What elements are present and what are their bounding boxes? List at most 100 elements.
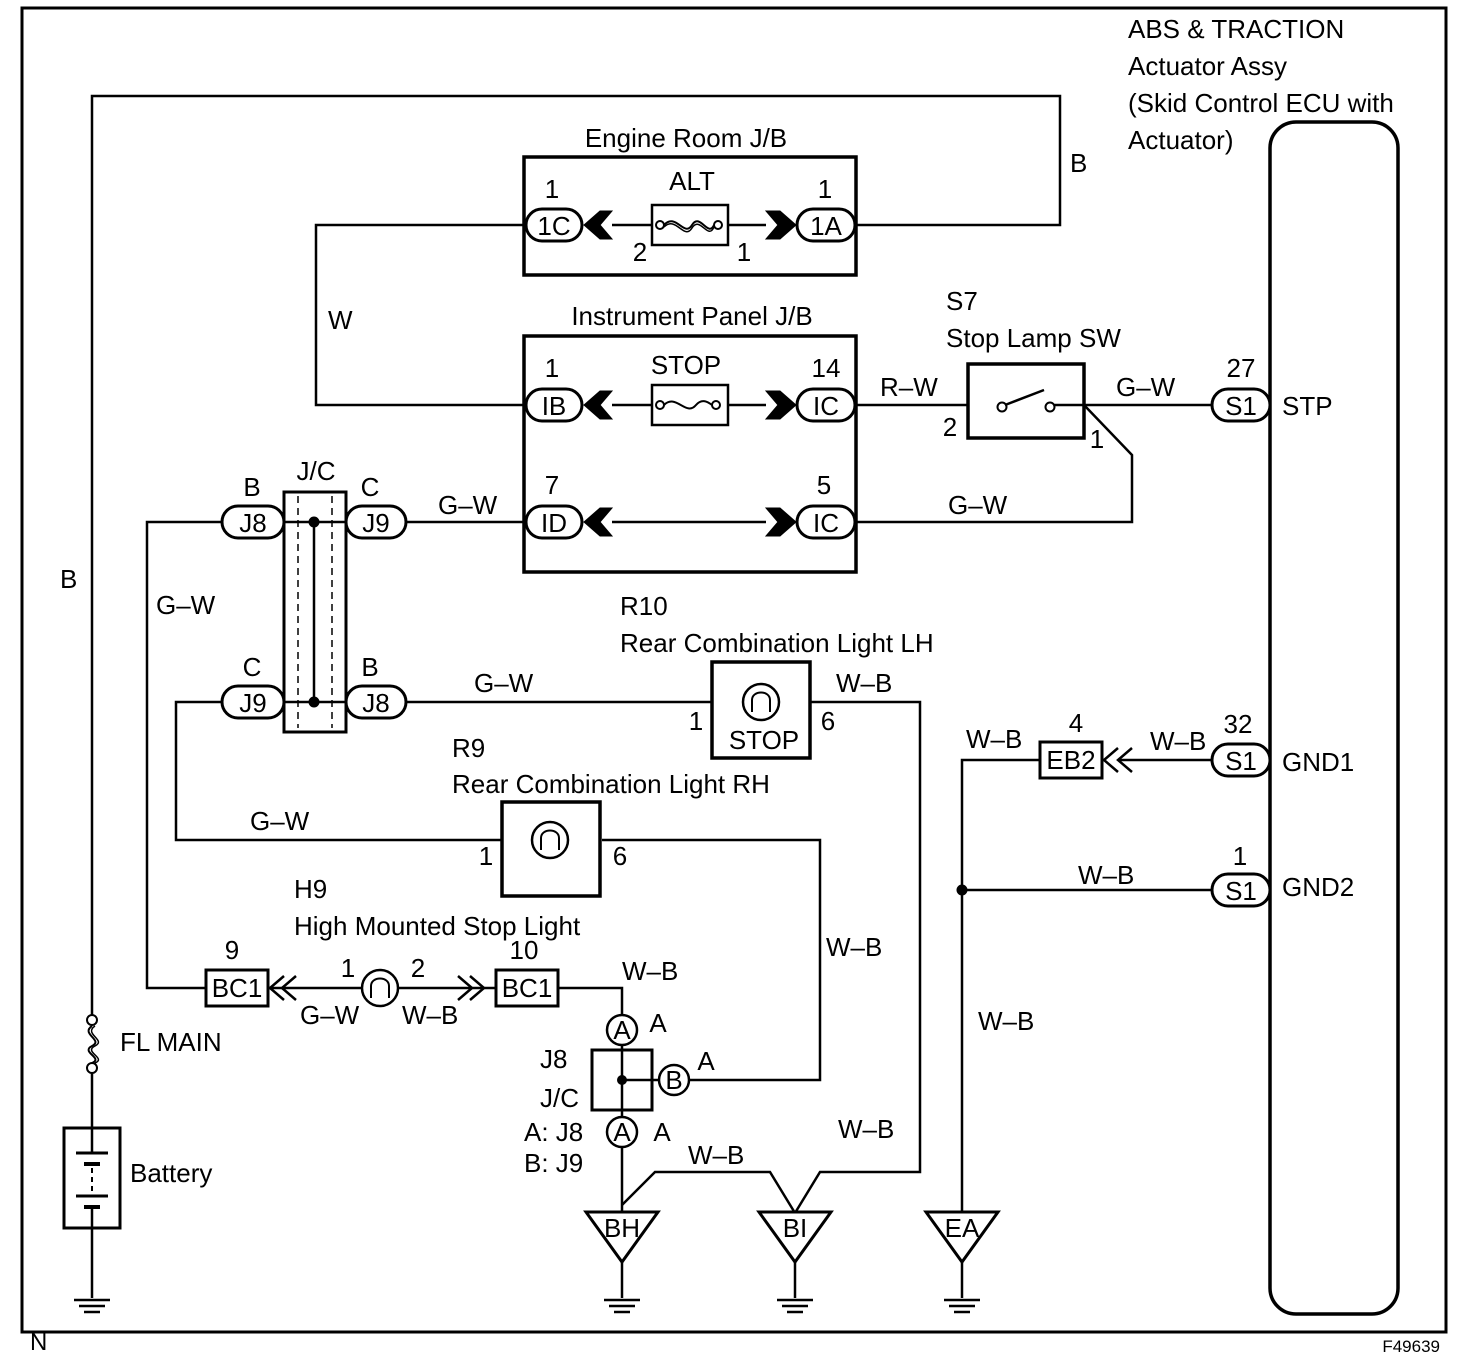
connector-arrow-right (764, 390, 797, 420)
pin-1a-1: 1 (818, 174, 832, 204)
ecu-title-3: (Skid Control ECU with (1128, 88, 1394, 118)
connector-arrow-open (1102, 747, 1119, 773)
pin-ic-5: 5 (817, 470, 831, 500)
fuse-stop-element (663, 400, 713, 410)
bulb-filament (540, 829, 560, 850)
wire-label-g-w-jc: G–W (438, 490, 498, 520)
wire-label-w-b-lh: W–B (836, 668, 892, 698)
connector-s1-gnd1-label: S1 (1225, 746, 1257, 776)
stop-lamp-sw-pin-1: 1 (1090, 424, 1104, 454)
wire-w-b-bc1 (558, 986, 624, 1015)
connector-ic-5-label: IC (813, 508, 839, 538)
ecu-title-2: Actuator Assy (1128, 51, 1287, 81)
instrument-panel-jb: Instrument Panel J/B STOP IB 1 IC 14 ID … (522, 301, 858, 574)
wire-label-g-w-stp: G–W (1116, 372, 1176, 402)
rear-combination-light-rh: R9 Rear Combination Light RH 1 6 (452, 733, 770, 898)
fusible-link-icon (87, 1025, 97, 1064)
ground-point-bh (583, 1210, 661, 1265)
wire-label-w-b-bc1: W–B (622, 956, 678, 986)
pin-ib-1: 1 (545, 353, 559, 383)
connector-ib (524, 387, 584, 423)
fuse-alt-element-2 (663, 223, 715, 233)
high-mount-code: H9 (294, 874, 327, 904)
wire-label-b-left: B (60, 564, 77, 594)
stop-lamp-switch: S7 Stop Lamp SW 2 1 (943, 286, 1122, 454)
battery-label: Battery (130, 1158, 212, 1188)
wire-label-w-b-bi: W–B (838, 1114, 894, 1144)
stop-lamp-sw-box (966, 362, 1086, 440)
high-mount-pin-2: 2 (411, 953, 425, 983)
fuse-alt (650, 203, 730, 247)
terminal-a-bottom (605, 1115, 639, 1149)
junction-connector-lower: A A B A A A J8 J/C A: J8 B: J9 (524, 1008, 715, 1178)
wire-label-w: W (328, 305, 353, 335)
connector-s1-gnd2 (1210, 872, 1272, 908)
pin-32: 32 (1224, 709, 1253, 739)
pin-j8-bottom-b: B (361, 652, 378, 682)
engine-room-jb-title: Engine Room J/B (585, 123, 787, 153)
connector-arrow-open (457, 975, 474, 1001)
connector-bc1-9 (204, 968, 270, 1008)
pin-bc1-10: 10 (510, 935, 539, 965)
ground-bi: BI (756, 1210, 834, 1314)
connector-j9-top (344, 504, 408, 540)
connector-1a (795, 207, 857, 243)
terminal-a-bottom-side: A (653, 1117, 671, 1147)
connector-s1-gnd1 (1210, 742, 1272, 778)
fuse-terminal (655, 400, 665, 410)
bulb-icon (530, 820, 570, 860)
pin-bc1-9: 9 (225, 935, 239, 965)
jc-lower-legend-a: A: J8 (524, 1117, 583, 1147)
terminal-b-side: A (697, 1046, 715, 1076)
connector-1a-label: 1A (810, 211, 842, 241)
wire-label-w-b-rh: W–B (826, 932, 882, 962)
ecu-body (1268, 120, 1400, 1316)
rear-combination-light-lh: R10 Rear Combination Light LH STOP 1 6 (620, 591, 934, 760)
terminal-b-letter: B (665, 1065, 682, 1095)
connector-j8-bottom (344, 684, 408, 720)
ecu-title-4: Actuator) (1128, 125, 1234, 155)
wire-label-g-w-lh: G–W (474, 668, 534, 698)
connector-j8-top (220, 504, 286, 540)
connector-arrow-left (583, 210, 614, 240)
splice-dot (956, 884, 968, 896)
wire-g-w-return (857, 404, 1134, 524)
splice-dot (617, 1075, 627, 1085)
connector-j8-top-label: J8 (239, 508, 266, 538)
wire-label-g-w-return: G–W (948, 490, 1008, 520)
rear-light-rh-pin-6: 6 (613, 841, 627, 871)
rear-light-rh-box (500, 800, 602, 898)
connector-arrow-open (268, 975, 285, 1001)
signal-stp: STP (1282, 391, 1333, 421)
figure-code: F49639 (1382, 1337, 1440, 1356)
pin-j9-bottom-c: C (243, 652, 262, 682)
fl-main-fuse: FL MAIN (86, 1014, 222, 1074)
pin-j9-top-c: C (361, 472, 380, 502)
fuse-stop-label: STOP (651, 350, 721, 380)
bulb-icon (360, 968, 400, 1008)
pin-j8-top-b: B (243, 472, 260, 502)
pin-eb2-4: 4 (1069, 708, 1083, 738)
connector-ib-label: IB (542, 391, 567, 421)
pin-fuse-1: 1 (737, 237, 751, 267)
connector-ic-5 (795, 504, 857, 540)
fusible-link-icon (90, 1025, 100, 1064)
connector-id (524, 504, 584, 540)
wire-label-w-b-gnd1: W–B (966, 724, 1022, 754)
junction-connector-upper: J/C J8 B J9 C J9 C J8 B (220, 456, 408, 734)
connector-ic-14 (795, 387, 857, 423)
wire-color-labels: B B W R–W G–W G–W G–W G–W G–W W–B G–W W–… (60, 148, 1206, 1170)
wire-w-b-lh (782, 700, 922, 1214)
connector-s1-gnd2-label: S1 (1225, 876, 1257, 906)
wire-b-top (90, 94, 1062, 1015)
pin-fuse-2: 2 (633, 237, 647, 267)
wire-w (314, 223, 526, 407)
ecu-title-1: ABS & TRACTION (1128, 14, 1344, 44)
ground-point-bi (756, 1210, 834, 1265)
signal-gnd2: GND2 (1282, 872, 1354, 902)
terminal-a-bottom-letter: A (613, 1117, 631, 1147)
stop-lamp-sw-code: S7 (946, 286, 978, 316)
fuse-terminal (86, 1014, 98, 1026)
ground-ea-label: EA (945, 1213, 980, 1243)
